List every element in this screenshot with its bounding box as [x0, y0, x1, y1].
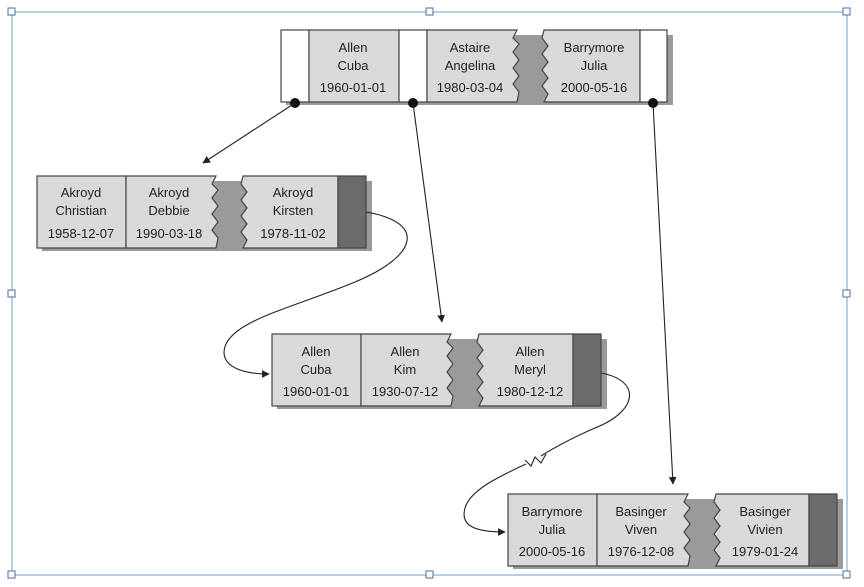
leaf2-c1-date: 1960-01-01: [283, 384, 350, 399]
leaf2-c1-first: Cuba: [300, 362, 332, 377]
root-c2-first: Angelina: [445, 58, 496, 73]
root-key-cell-1: [308, 29, 400, 103]
leaf2-key-cell-1: [271, 333, 362, 407]
leaf2-c3-first: Meryl: [514, 362, 546, 377]
leaf3-c3-first: Vivien: [747, 522, 782, 537]
leaf1-c2-date: 1990-03-18: [136, 226, 203, 241]
leaf2-key-cell-2: [360, 333, 454, 407]
resize-handle-top-left[interactable]: [7, 7, 16, 16]
root-c2-last: Astaire: [450, 40, 490, 55]
edge-leaf2-to-leaf3-part-2: [463, 463, 527, 536]
leaf-node-1: Akroyd Christian 1958-12-07 Akroyd Debbi…: [36, 175, 372, 251]
root-c2-date: 1980-03-04: [437, 80, 504, 95]
leaf3-c2-date: 1976-12-08: [608, 544, 675, 559]
root-c3-first: Julia: [581, 58, 609, 73]
resize-handle-left[interactable]: [7, 289, 16, 298]
root-key-cell-2: [426, 29, 520, 103]
root-c1-date: 1960-01-01: [320, 80, 387, 95]
edge-root-to-leaf3: [652, 102, 677, 485]
leaf2-next-pointer: [572, 333, 602, 407]
resize-handle-bottom[interactable]: [425, 570, 434, 579]
resize-handle-right[interactable]: [842, 289, 851, 298]
edge-root-to-leaf1: [202, 102, 296, 164]
leaf3-c1-date: 2000-05-16: [519, 544, 586, 559]
root-pointer-slot-3: [639, 29, 668, 103]
leaf3-c3-date: 1979-01-24: [732, 544, 799, 559]
leaf2-c1-last: Allen: [302, 344, 331, 359]
leaf1-c1-last: Akroyd: [61, 185, 101, 200]
edge-root-to-leaf2: [412, 102, 445, 323]
resize-handles[interactable]: [7, 7, 851, 579]
leaf1-c2-first: Debbie: [148, 203, 189, 218]
leaf3-c2-last: Basinger: [615, 504, 667, 519]
leaf2-c3-last: Allen: [516, 344, 545, 359]
root-node: Allen Cuba 1960-01-01 Astaire Angelina 1…: [280, 29, 673, 108]
leaf3-c3-last: Basinger: [739, 504, 791, 519]
root-c1-first: Cuba: [337, 58, 369, 73]
leaf2-c2-date: 1930-07-12: [372, 384, 439, 399]
root-c3-last: Barrymore: [564, 40, 625, 55]
leaf3-c2-first: Viven: [625, 522, 657, 537]
leaf2-c2-first: Kim: [394, 362, 416, 377]
leaf-node-2: Allen Cuba 1960-01-01 Allen Kim 1930-07-…: [271, 333, 607, 409]
root-c3-date: 2000-05-16: [561, 80, 628, 95]
root-pointer-slot-1: [280, 29, 310, 103]
leaf2-c2-last: Allen: [391, 344, 420, 359]
tree-edges: [202, 102, 677, 536]
root-c1-last: Allen: [339, 40, 368, 55]
leaf1-c3-last: Akroyd: [273, 185, 313, 200]
leaf3-c1-last: Barrymore: [522, 504, 583, 519]
edge-leaf2-to-leaf3-part-1: [540, 372, 630, 457]
leaf1-c1-date: 1958-12-07: [48, 226, 115, 241]
resize-handle-top[interactable]: [425, 7, 434, 16]
leaf3-next-pointer: [808, 493, 838, 567]
resize-handle-bottom-right[interactable]: [842, 570, 851, 579]
leaf1-c3-first: Kirsten: [273, 203, 313, 218]
edge-break-marker: [524, 453, 547, 467]
leaf1-c1-first: Christian: [55, 203, 106, 218]
leaf-node-3: Barrymore Julia 2000-05-16 Basinger Vive…: [507, 493, 843, 569]
resize-handle-bottom-left[interactable]: [7, 570, 16, 579]
leaf2-c3-date: 1980-12-12: [497, 384, 564, 399]
leaf3-c1-first: Julia: [539, 522, 567, 537]
leaf1-c2-last: Akroyd: [149, 185, 189, 200]
resize-handle-top-right[interactable]: [842, 7, 851, 16]
leaf1-next-pointer: [337, 175, 367, 249]
leaf1-key-cell-2: [125, 175, 219, 249]
edge-leaf1-to-leaf2: [223, 211, 408, 378]
root-pointer-slot-2: [398, 29, 428, 103]
leaf1-c3-date: 1978-11-02: [260, 226, 326, 241]
leaf3-key-cell-2: [596, 493, 691, 567]
